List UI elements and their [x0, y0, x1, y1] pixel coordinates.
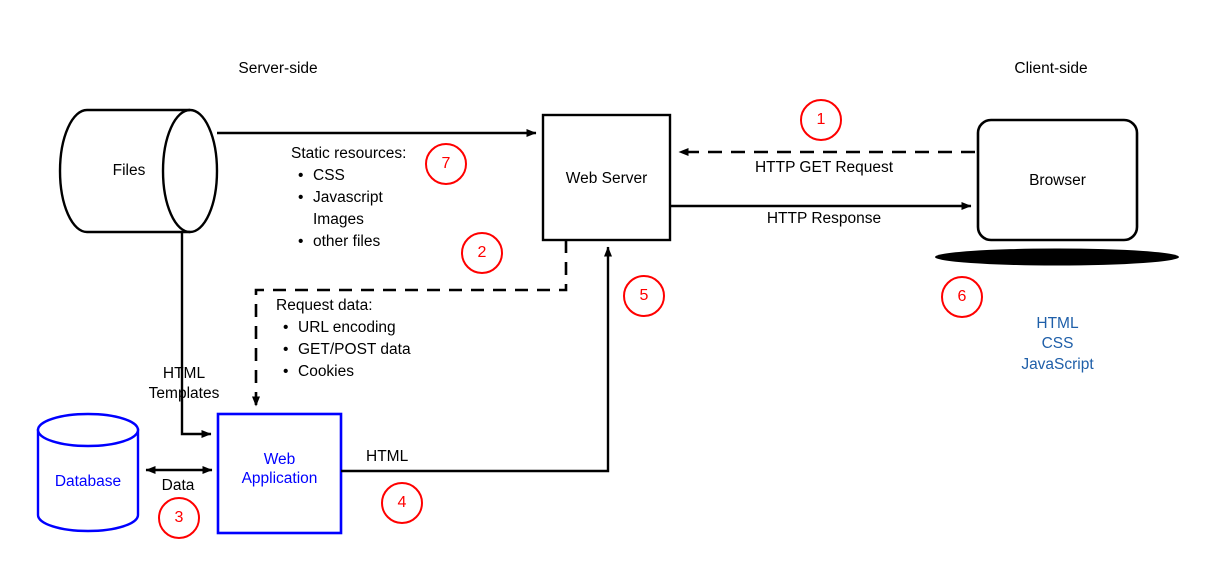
static-resource-item: Images — [313, 211, 364, 228]
http-get-request-label: HTTP GET Request — [754, 159, 894, 176]
browser-node-label: Browser — [1029, 172, 1086, 189]
request-data-item: GET/POST data — [283, 339, 411, 361]
web-application-label-line2: Application — [241, 470, 318, 488]
static-resource-item: other files — [298, 231, 406, 253]
edge-html-templates — [180, 232, 212, 438]
database-cylinder-shape — [36, 412, 140, 533]
static-resources-heading: Static resources: — [291, 145, 407, 162]
client-side-title: Client-side — [1014, 60, 1088, 77]
step-marker-5: 5 — [623, 275, 665, 317]
web-application-label-line1: Web — [263, 451, 296, 468]
request-data-list: Request data: URL encoding GET/POST data… — [276, 295, 411, 383]
static-resource-item: Javascript — [298, 187, 406, 209]
files-cylinder-shape — [58, 108, 219, 234]
step-marker-7: 7 — [425, 143, 467, 185]
http-response-label: HTTP Response — [766, 210, 882, 227]
step-marker-2: 2 — [461, 232, 503, 274]
database-node-label: Database — [54, 473, 122, 490]
step-marker-3: 3 — [158, 497, 200, 539]
data-edge-label: Data — [161, 477, 195, 494]
client-stack-javascript: JavaScript — [1021, 355, 1094, 373]
static-resources-items: CSS Javascript Images other files — [291, 165, 406, 253]
web-application-node-label: Web Application — [218, 450, 341, 489]
client-stack-css: CSS — [1041, 335, 1074, 353]
request-data-items: URL encoding GET/POST data Cookies — [276, 317, 411, 383]
web-server-node-label: Web Server — [565, 170, 648, 187]
web-application-box-shape — [216, 412, 343, 535]
html-edge-label: HTML — [366, 448, 409, 465]
server-side-title: Server-side — [238, 60, 318, 77]
step-marker-6: 6 — [941, 276, 983, 318]
laptop-base-shape — [935, 248, 1179, 266]
request-data-heading: Request data: — [276, 297, 373, 314]
files-node-label: Files — [112, 162, 146, 179]
html-templates-label-line1: HTML — [162, 365, 206, 382]
step-marker-1: 1 — [800, 99, 842, 141]
client-stack-text: HTML CSS JavaScript — [985, 314, 1130, 375]
web-server-box-shape — [541, 113, 672, 242]
request-data-item: Cookies — [283, 361, 411, 383]
html-templates-label: HTML Templates — [140, 364, 228, 404]
edge-html-to-web-server — [341, 246, 612, 473]
static-resources-list: Static resources: CSS Javascript Images … — [291, 143, 406, 253]
html-templates-label-line2: Templates — [148, 384, 220, 402]
request-data-item: URL encoding — [283, 317, 411, 339]
static-resource-item: CSS — [298, 165, 406, 187]
browser-laptop-shape — [935, 118, 1179, 266]
step-marker-4: 4 — [381, 482, 423, 524]
client-stack-html: HTML — [1036, 315, 1079, 332]
edge-request-data — [252, 240, 568, 407]
